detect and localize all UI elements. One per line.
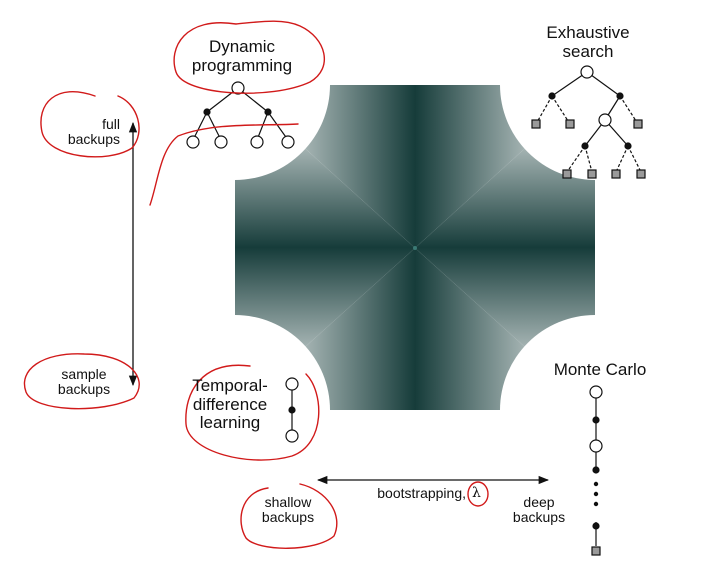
td-backup-chain: [285, 377, 299, 443]
bootstrapping-label: bootstrapping,: [377, 485, 466, 501]
annotation-circle-sample: [23, 353, 140, 410]
dynamic-programming-label: Dynamic programming: [191, 37, 293, 75]
annotation-circle-shallow: [240, 483, 338, 549]
full-backups-label: full backups: [67, 116, 120, 148]
annotation-circle-td: [185, 364, 320, 461]
sample-backups-label: sample backups: [57, 366, 111, 398]
deep-backups-label: deep backups: [512, 494, 566, 526]
exhaustive-search-label: Exhaustive search: [546, 23, 630, 61]
monte-carlo-label: Monte Carlo: [553, 360, 647, 379]
annotation-circle-full: [40, 90, 140, 158]
annotation-circle-dp: [173, 20, 326, 94]
red-annotations: [23, 20, 489, 549]
exhaustive-search-tree: [531, 65, 646, 179]
temporal-difference-label: Temporal- difference learning: [192, 376, 268, 433]
shaded-square: [140, 0, 690, 505]
mc-backup-chain: [589, 385, 603, 556]
dp-backup-tree: [186, 81, 295, 149]
lambda-symbol: λ: [472, 485, 481, 501]
annotation-circle-lambda: [467, 481, 489, 507]
annotation-underline-dp: [149, 123, 299, 206]
shallow-backups-label: shallow backups: [261, 494, 315, 526]
